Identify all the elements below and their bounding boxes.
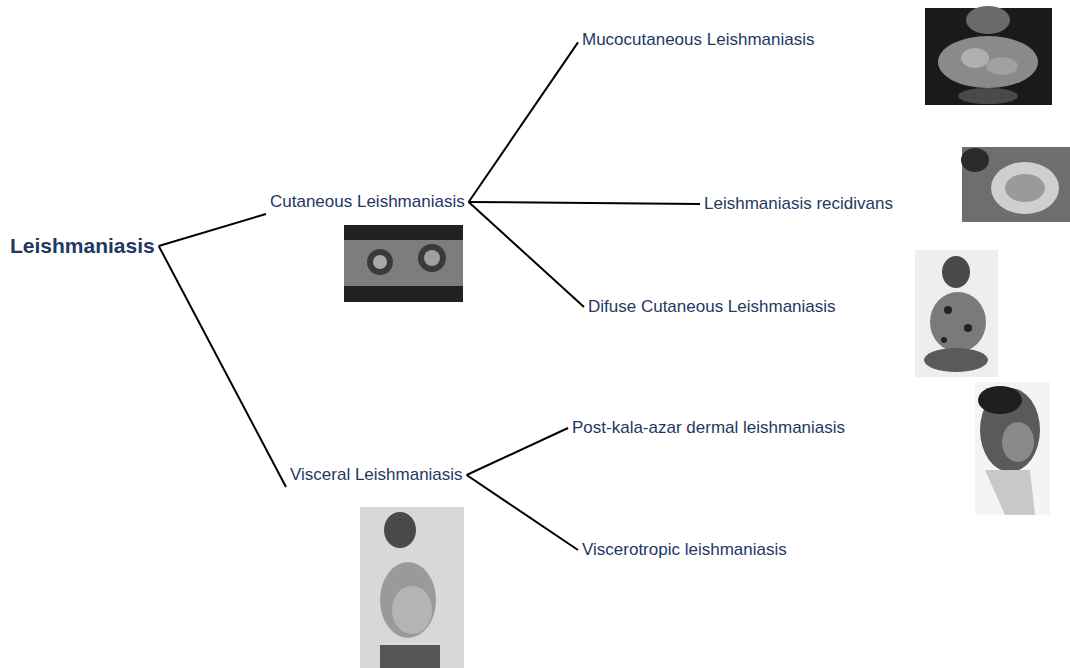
tree-branch <box>469 202 584 307</box>
tree-branch <box>159 246 286 487</box>
tree-branch <box>469 202 700 204</box>
pkdl-photo <box>975 382 1050 515</box>
term-label: Leishmaniasis <box>10 234 155 258</box>
tree-branch <box>159 214 266 246</box>
subtype-term: Post-kala-azar dermal leishmaniasis <box>568 416 849 440</box>
category-term: Visceral Leishmaniasis <box>286 463 467 487</box>
term-label: Viscerotropic leishmaniasis <box>582 540 787 560</box>
term-label: Visceral Leishmaniasis <box>290 465 463 485</box>
term-label: Difuse Cutaneous Leishmaniasis <box>588 297 836 317</box>
recidivans-photo <box>961 147 1070 222</box>
cutaneous-photo <box>344 225 463 302</box>
term-label: Leishmaniasis recidivans <box>704 194 893 214</box>
subtype-term: Leishmaniasis recidivans <box>700 192 897 216</box>
subtype-term: Mucocutaneous Leishmaniasis <box>578 28 818 52</box>
tree-branch <box>467 475 578 550</box>
mucocutaneous-photo <box>925 6 1052 105</box>
tree-branch <box>469 42 578 202</box>
root-term: Leishmaniasis <box>6 232 159 260</box>
visceral-photo <box>360 507 464 668</box>
term-label: Cutaneous Leishmaniasis <box>270 192 465 212</box>
tree-branch <box>467 428 568 475</box>
term-label: Mucocutaneous Leishmaniasis <box>582 30 814 50</box>
category-term: Cutaneous Leishmaniasis <box>266 190 469 214</box>
diffuse-photo <box>915 250 998 377</box>
subtype-term: Viscerotropic leishmaniasis <box>578 538 791 562</box>
subtype-term: Difuse Cutaneous Leishmaniasis <box>584 295 840 319</box>
term-label: Post-kala-azar dermal leishmaniasis <box>572 418 845 438</box>
